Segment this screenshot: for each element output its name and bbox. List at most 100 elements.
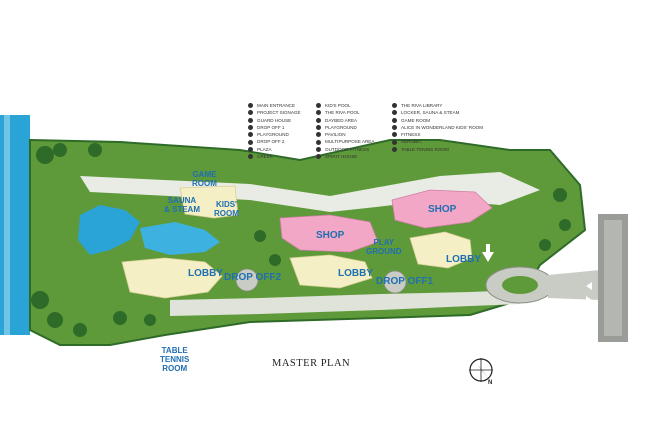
drop-off-2-circle [235, 268, 259, 292]
building-c-tower [409, 231, 473, 269]
legend-item-label: DAYBED AREA [325, 117, 358, 123]
legend-bullet-icon [248, 146, 253, 152]
legend-item: CREEK [248, 153, 301, 160]
legend-item: THE RIVA LIBRARY [392, 102, 483, 109]
legend-item-label: PAVILION [325, 132, 346, 138]
internal-road-bottom [170, 290, 520, 316]
legend-bullet-icon [316, 154, 321, 160]
legend-item-label: AEROBIC [401, 139, 422, 145]
legend-item: PLAYGROUND [316, 124, 374, 131]
legend-item-label: PLAYGROUND [325, 124, 357, 130]
legend-item-label: PROJECT SIGNAGE [257, 110, 301, 116]
legend-item-label: DROP OFF 2 [257, 139, 285, 145]
legend-bullet-icon [392, 110, 397, 116]
legend-item: FITNESS [392, 131, 483, 138]
legend-item: DROP OFF 2 [248, 138, 301, 145]
drop-off-1-circle [383, 270, 407, 294]
legend-item: GUARD HOUSE [248, 117, 301, 124]
legend-item-label: DROP OFF 1 [257, 124, 285, 130]
legend-item-label: SPIRIT HOUSE [325, 154, 358, 160]
legend-bullet-icon [392, 146, 397, 152]
legend-item: TABLE TENNIS ROOM [392, 146, 483, 153]
legend-bullet-icon [248, 110, 253, 116]
legend-item-label: MULTIPURPOSE AREA [325, 139, 375, 145]
building-b-tower [289, 254, 373, 289]
legend-bullet-icon [392, 139, 397, 145]
legend-item-label: THE RIVA LIBRARY [401, 103, 443, 108]
entrance-arrow-in-icon [586, 282, 592, 290]
lobby-c-label: LOBBY [446, 254, 481, 265]
riva-pool [140, 222, 220, 255]
trees [31, 143, 571, 337]
legend-bullet-icon [392, 125, 397, 131]
legend-item-label: CREEK [257, 154, 273, 160]
legend-item-label: PLAZA [257, 146, 272, 152]
legend-bullet-icon [248, 125, 253, 131]
legend-item: SPIRIT HOUSE [316, 153, 374, 160]
legend-bullet-icon [248, 139, 253, 145]
building-c-shop [391, 189, 493, 229]
legend-bullet-icon [316, 132, 321, 138]
legend-bullet-icon [392, 117, 397, 123]
table-tennis-room-label: TABLE TENNIS ROOM [160, 346, 190, 373]
north-compass-icon: N [468, 356, 498, 392]
legend-bullet-icon [392, 132, 397, 138]
drop-off-2-label: DROP OFF2 [224, 272, 282, 283]
access-road [548, 270, 600, 300]
legend-item: LOCKER, SAUNA & STEAM [392, 109, 483, 116]
legend-item-label: LOCKER, SAUNA & STEAM [401, 110, 460, 116]
legend-item-label: FITNESS [401, 132, 421, 138]
legend-item-label: TABLE TENNIS ROOM [401, 146, 449, 152]
legend-item-label: THE RIVA POOL [325, 110, 360, 116]
building-a-clubhouse [179, 185, 239, 219]
legend-bullet-icon [316, 103, 321, 109]
legend-item: DROP OFF 1 [248, 124, 301, 131]
internal-road-top [80, 172, 540, 212]
kids-room-label: KIDS' ROOM [214, 200, 239, 218]
legend-bullet-icon [316, 117, 321, 123]
parking-arrow-icon [482, 244, 494, 262]
legend-bullet-icon [248, 117, 253, 123]
legend-item: MAIN ENTRANCE [248, 102, 301, 109]
game-room-label: GAME ROOM [192, 170, 217, 188]
legend-bullet-icon [316, 125, 321, 131]
page-title: MASTER PLAN [272, 358, 351, 369]
lobby-a-label: LOBBY [188, 268, 223, 279]
shop-c-label: SHOP [428, 204, 457, 215]
legend-item-label: ALICE IN WONDERLAND KIDS' ROOM [401, 124, 484, 130]
legend-item: AEROBIC [392, 138, 483, 145]
building-a-tower [121, 257, 223, 299]
shop-b-label: SHOP [316, 230, 345, 241]
legend-bullet-icon [248, 103, 253, 109]
legend-item-label: OUTDOOR FITNESS [325, 146, 370, 152]
drop-off-1-label: DROP OFF1 [376, 276, 434, 287]
entrance-arrow-out-icon [586, 296, 592, 304]
legend-bullet-icon [316, 146, 321, 152]
play-ground-label: PLAY GROUND [366, 238, 402, 256]
legend-item-label: GAME ROOM [401, 117, 431, 123]
legend-item: PROJECT SIGNAGE [248, 109, 301, 116]
legend-bullet-icon [316, 110, 321, 116]
legend-item: ALICE IN WONDERLAND KIDS' ROOM [392, 124, 483, 131]
legend-item: DAYBED AREA [316, 117, 374, 124]
lobby-b-label: LOBBY [338, 268, 373, 279]
legend-item: KID'S POOL [316, 102, 374, 109]
legend-item: GAME ROOM [392, 117, 483, 124]
legend-item: PLAYGROUND [248, 131, 301, 138]
legend-item: PLAZA [248, 146, 301, 153]
legend-item-label: KID'S POOL [325, 103, 351, 108]
building-b-shop [279, 214, 379, 253]
legend-item-label: PLAYGROUND [257, 132, 289, 138]
legend-bullet-icon [392, 103, 397, 109]
legend-item: PAVILION [316, 131, 374, 138]
legend-bullet-icon [248, 132, 253, 138]
legend-bullet-icon [248, 154, 253, 160]
legend-item: MULTIPURPOSE AREA [316, 138, 374, 145]
legend-item-label: GUARD HOUSE [257, 117, 292, 123]
compass-letter: N [488, 380, 493, 386]
legend-item-label: MAIN ENTRANCE [257, 103, 296, 108]
legend-item: OUTDOOR FITNESS [316, 146, 374, 153]
